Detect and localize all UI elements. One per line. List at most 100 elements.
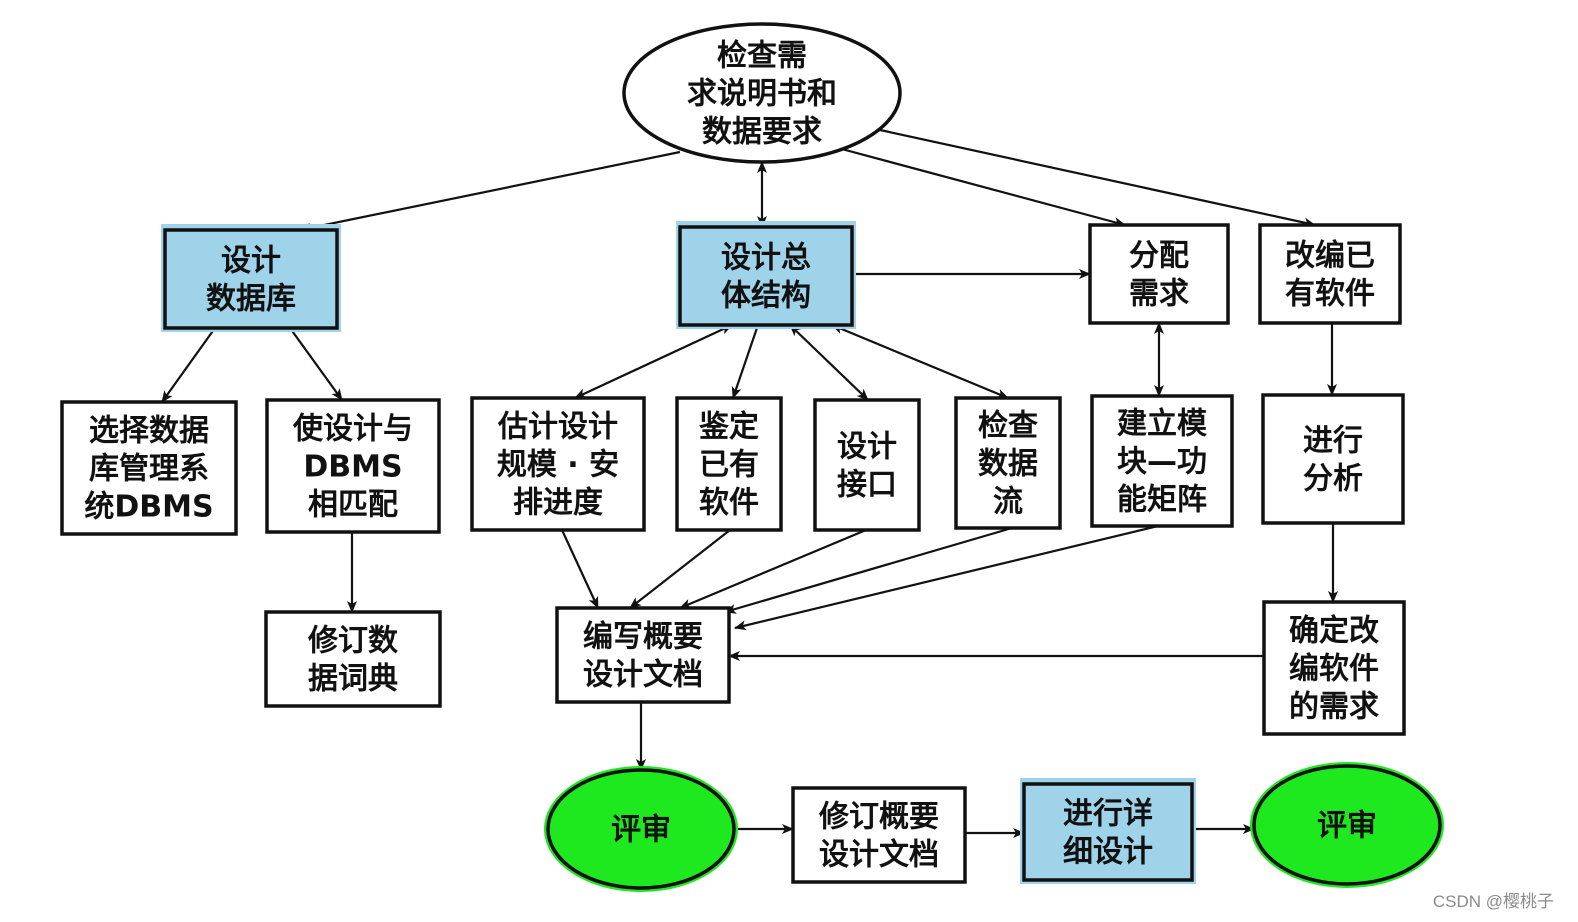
node-shape: [546, 768, 736, 890]
edge-build-matrix-to-write-doc: [734, 524, 1159, 631]
node-shape: [1261, 393, 1405, 525]
edge-identify-sw-to-write-doc: [629, 529, 731, 609]
node-label-line: 细设计: [1063, 835, 1153, 870]
node-shape: [163, 228, 339, 330]
node-shape: [1252, 764, 1442, 886]
node-label-line: 数据要求: [702, 115, 822, 150]
node-shape: [675, 396, 783, 532]
node-label-line: 评审: [1317, 809, 1377, 844]
edge-estimate-to-write-doc: [561, 529, 599, 609]
node-label-line: 有软件: [1285, 277, 1375, 312]
node-label-line: 检查需: [717, 39, 807, 74]
node-shape: [470, 396, 646, 532]
node-label-line: 编软件: [1289, 652, 1379, 687]
node-label-line: 设计文档: [819, 838, 939, 873]
node-label-line: 能矩阵: [1117, 483, 1207, 518]
node-label-line: 需求: [1129, 277, 1189, 312]
node-shape: [60, 400, 238, 536]
node-label-line: 设计: [221, 244, 281, 279]
node-label-line: 排进度: [513, 486, 603, 521]
node-label-line: 体结构: [721, 279, 811, 314]
node-label-line: 修订概要: [818, 800, 939, 835]
node-label-line: 库管理系: [89, 452, 209, 487]
node-label-line: DBMS: [303, 450, 402, 485]
node-label-line: 建立模: [1117, 407, 1207, 442]
node-shape: [813, 398, 921, 532]
node-label-line: 估计设计: [497, 410, 618, 445]
node-label-line: 编写概要: [583, 620, 703, 655]
node-label-line: 统DBMS: [84, 490, 213, 525]
edge-design-arch-to-check-flow: [831, 323, 1009, 400]
node-label-line: 的需求: [1289, 690, 1379, 725]
node-shape: [265, 398, 441, 534]
node-shape: [791, 786, 967, 884]
edge-design-arch-to-identify-sw: [731, 324, 760, 399]
node-label-line: 求说明书和: [687, 77, 837, 112]
edge-design-arch-to-estimate: [574, 324, 733, 399]
node-label-line: 进行详: [1063, 797, 1153, 832]
edge-design-db-to-select-dbms: [161, 327, 216, 403]
node-label-line: 设计总: [721, 241, 811, 276]
watermark: CSDN @樱桃子: [1432, 892, 1554, 911]
node-label-line: 检查: [978, 409, 1038, 444]
node-label-line: 相匹配: [308, 488, 398, 523]
node-shape: [1258, 223, 1402, 325]
edge-check-req-to-design-db: [299, 150, 681, 233]
node-shape: [1262, 600, 1406, 736]
edge-design-db-to-match-dbms: [289, 327, 343, 401]
node-label-line: 数据: [978, 447, 1038, 482]
node-review1: 评审: [544, 766, 738, 892]
node-label-line: 分配: [1129, 239, 1189, 274]
edge-design-if-to-write-doc: [679, 528, 867, 610]
node-label-line: 选择数据: [89, 414, 209, 449]
node-label-line: 据词典: [308, 662, 398, 697]
node-shape: [678, 225, 854, 327]
node-shape: [954, 396, 1062, 530]
node-label-line: 鉴定: [698, 410, 759, 445]
node-label-line: 改编已: [1285, 239, 1375, 274]
node-review2: 评审: [1250, 762, 1444, 888]
node-label-line: 软件: [699, 486, 759, 521]
nodes-layer: 检查需求说明书和数据要求设计数据库设计总体结构分配需求改编已有软件选择数据库管理…: [60, 22, 1444, 892]
node-label-line: 修订数: [307, 624, 399, 659]
node-label-line: 分析: [1303, 462, 1363, 497]
node-label-line: 使设计与: [292, 412, 413, 447]
node-label-line: 流: [993, 485, 1023, 520]
edges-layer: [161, 128, 1338, 838]
node-shape: [1022, 782, 1194, 882]
node-label-line: 块—功: [1117, 445, 1207, 480]
node-label-line: 规模 · 安: [497, 448, 619, 483]
node-shape: [264, 610, 442, 708]
node-label-line: 接口: [837, 468, 897, 503]
node-label-line: 数据库: [206, 282, 296, 317]
node-label-line: 进行: [1303, 424, 1363, 459]
node-label-line: 已有: [699, 448, 759, 483]
node-label-line: 设计文档: [583, 658, 703, 693]
node-label-line: 评审: [611, 813, 671, 848]
node-shape: [1090, 394, 1234, 528]
edge-check-req-to-alloc-req: [837, 146, 1126, 227]
node-label-line: 设计: [837, 430, 897, 465]
node-shape: [555, 606, 731, 704]
edge-check-req-to-adapt-sw: [879, 128, 1316, 228]
edge-check-flow-to-write-doc: [724, 526, 1013, 614]
node-label-line: 确定改: [1289, 614, 1379, 649]
